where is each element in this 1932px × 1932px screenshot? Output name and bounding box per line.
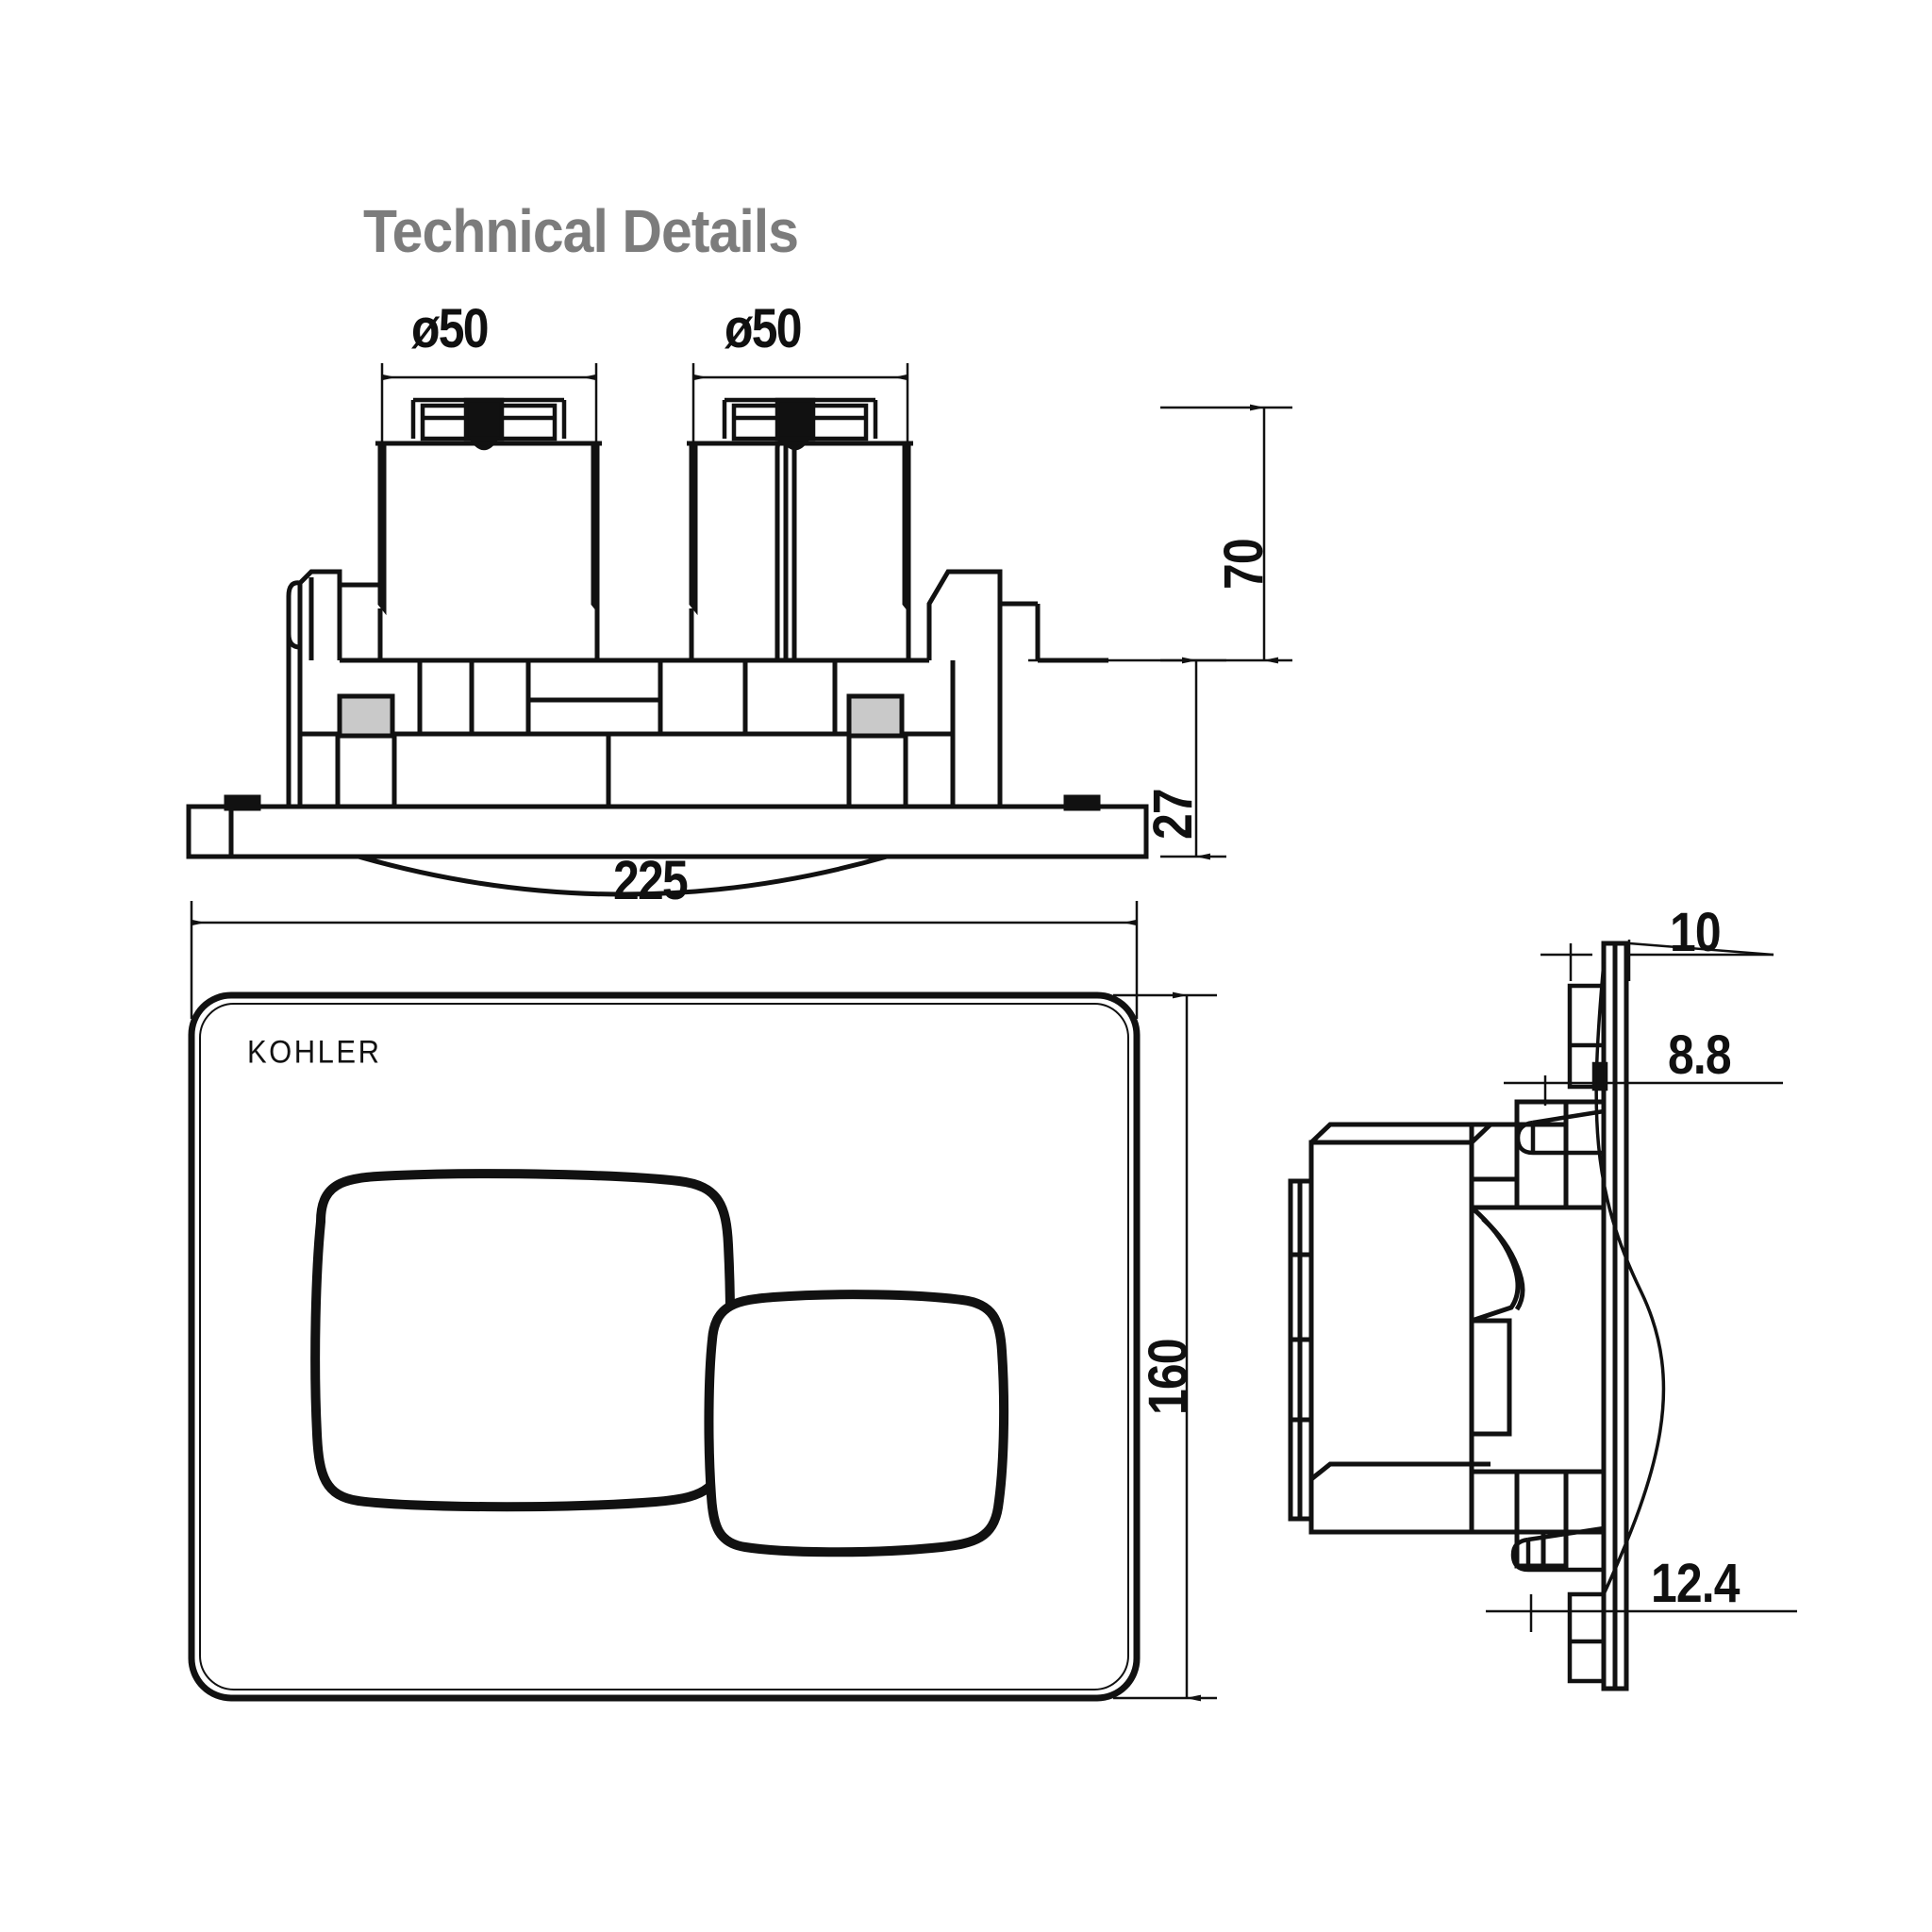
front-elevation-view [188, 901, 1217, 1702]
dimension-label-width-225: 225 [613, 850, 689, 911]
dimension-label-height-27: 27 [1142, 789, 1204, 840]
side-mechanism-body [1288, 1099, 1604, 1569]
width-225-dimension [190, 901, 1139, 1019]
right-actuator-cap [722, 397, 878, 451]
lower-mounting-tab [1567, 1591, 1607, 1684]
dimension-label-bore-right: ø50 [724, 298, 803, 359]
height-27-dimension [1160, 657, 1226, 860]
lower-retaining-clip [1510, 1525, 1605, 1573]
upper-mounting-tab [1567, 983, 1608, 1091]
depth-10-dimension [1541, 940, 1774, 981]
actuator-plate-outline [188, 991, 1141, 1702]
bore-right-dimension [691, 363, 909, 443]
left-actuator-body [375, 441, 602, 660]
depth-12-4-dimension [1486, 1594, 1797, 1632]
dimension-label-depth-10: 10 [1670, 902, 1722, 963]
dimension-label-depth-12-4: 12.4 [1651, 1553, 1740, 1614]
carrier-frame-body [286, 569, 1108, 807]
flush-buttons-group [310, 1169, 1009, 1557]
large-flush-button[interactable] [310, 1169, 736, 1512]
left-actuator-cap [410, 397, 567, 451]
upper-retaining-clip [1515, 1108, 1605, 1156]
top-section-view [186, 363, 1292, 897]
dimension-label-height-160: 160 [1138, 1339, 1199, 1415]
dimension-label-bore-left: ø50 [411, 298, 490, 359]
height-160-dimension [1113, 991, 1217, 1702]
plate-slab-section [186, 794, 1149, 897]
dimension-label-height-70: 70 [1213, 539, 1274, 590]
right-actuator-body [687, 438, 913, 663]
bore-left-dimension [380, 363, 598, 443]
height-70-dimension [1028, 404, 1292, 664]
side-section-view [1288, 940, 1797, 1691]
dimension-label-depth-8-8: 8.8 [1668, 1024, 1732, 1086]
small-flush-button[interactable] [704, 1290, 1009, 1557]
kohler-brand-logo: KOHLER [247, 1033, 382, 1071]
page-title: Technical Details [363, 197, 799, 265]
